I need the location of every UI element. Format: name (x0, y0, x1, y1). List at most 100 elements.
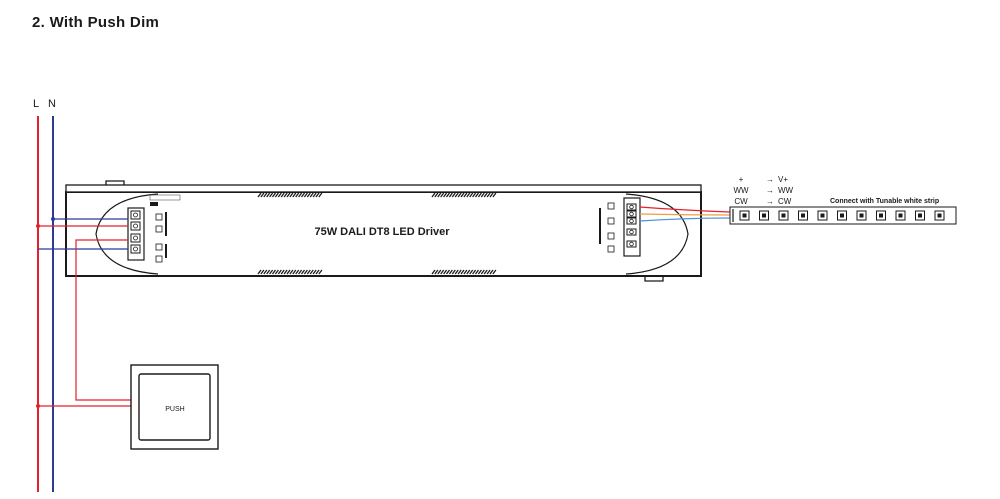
vent-slot (474, 269, 480, 275)
vent-slot (269, 192, 274, 198)
vent-slot (303, 192, 308, 198)
vent-slot (474, 192, 480, 198)
input-terminal (130, 233, 141, 243)
input-wires (36, 217, 131, 408)
map-from-plus: + (739, 175, 744, 184)
strip-led-chip (859, 213, 864, 218)
vent-slot (257, 192, 262, 198)
push-label: PUSH (165, 406, 184, 413)
vent-slot (274, 269, 279, 275)
vent-slot (295, 269, 300, 275)
vent-slot (469, 192, 474, 198)
vent-slot (451, 269, 456, 275)
push-switch: PUSH (130, 364, 219, 450)
vent-slot (271, 269, 277, 275)
output-terminal (626, 217, 637, 225)
input-terminal (130, 221, 141, 231)
vent-slot (315, 192, 320, 198)
v-plus-wire (639, 206, 731, 213)
strip-led-chip (879, 213, 883, 218)
neutral-label: N (48, 98, 56, 110)
vent-slot (440, 192, 445, 198)
vent-slot (263, 192, 268, 198)
strip-led-chip (820, 213, 825, 218)
led-driver: 75W DALI DT8 LED Driver (65, 180, 702, 282)
mount-tab-left (105, 180, 125, 185)
map-arrow-2: → (766, 186, 774, 195)
driver-top-rim (65, 184, 702, 193)
strip-led-chip (937, 213, 942, 218)
output-screw (629, 211, 634, 217)
vent-slot (431, 192, 436, 198)
input-screw (133, 223, 138, 229)
page-title: 2. With Push Dim (32, 14, 160, 31)
output-terminals (626, 203, 637, 248)
vent-slot (260, 192, 265, 198)
map-from-ww: WW (733, 186, 749, 195)
map-to-vplus: V+ (778, 175, 788, 184)
output-marking-2 (607, 217, 615, 225)
output-terminal (626, 203, 637, 211)
vent-slot (309, 269, 314, 275)
vent-slot (480, 269, 485, 275)
vent-slot (454, 192, 459, 198)
vent-slot (486, 192, 491, 198)
vent-slot (448, 269, 453, 275)
strip-led-chip (918, 213, 922, 218)
vent-slot (443, 192, 448, 198)
input-marking-3 (155, 243, 163, 251)
vent-slot (257, 269, 262, 275)
vent-group (257, 269, 323, 275)
vent-slot (492, 192, 497, 198)
vent-slot (434, 269, 439, 275)
neutral-junction (51, 217, 55, 221)
vent-slot (463, 192, 468, 198)
vent-slot (298, 192, 303, 198)
output-wires (639, 206, 731, 222)
driver-housing (65, 191, 702, 277)
vent-slot (312, 269, 317, 275)
vent-slot (477, 192, 482, 198)
output-screw (629, 218, 634, 224)
strip-led-chip (801, 213, 805, 218)
vent-slot (298, 269, 303, 275)
output-terminal (626, 228, 637, 236)
output-cover-arc (625, 193, 689, 275)
vent-slot (437, 192, 442, 198)
output-screw (629, 204, 634, 210)
vent-slot (289, 192, 294, 198)
vent-slot (292, 269, 297, 275)
vent-slot (306, 269, 311, 275)
input-cover-arc (95, 193, 159, 275)
vent-slot (303, 269, 308, 275)
vent-slot (445, 192, 451, 198)
vent-slot (289, 269, 294, 275)
ww-wire (639, 213, 731, 216)
vent-slot (463, 269, 468, 275)
spec-label-mark (150, 202, 158, 206)
input-screw (133, 235, 138, 241)
vent-slot (271, 192, 277, 198)
input-marking-2 (155, 225, 163, 233)
vent-slot (306, 192, 311, 198)
vent-slot (457, 192, 462, 198)
vent-slot (466, 269, 471, 275)
input-terminal (130, 244, 141, 254)
push-dim-wire (75, 239, 131, 401)
vent-slot (274, 192, 279, 198)
vent-slot (318, 269, 323, 275)
input-marking-1 (155, 213, 163, 221)
push-live-junction (36, 404, 40, 408)
map-from-cw: CW (734, 197, 748, 206)
vent-slot (300, 192, 306, 198)
output-screw (629, 241, 634, 247)
vent-slot (472, 269, 477, 275)
output-mapping: + → V+ WW → WW CW → CW (733, 175, 793, 206)
live-label: L (33, 98, 39, 110)
map-to-cw: CW (778, 197, 792, 206)
vent-slot (472, 192, 477, 198)
spec-label-box (149, 194, 181, 201)
input-terminal (130, 210, 141, 220)
vent-slot (477, 269, 482, 275)
vent-slot (266, 269, 271, 275)
